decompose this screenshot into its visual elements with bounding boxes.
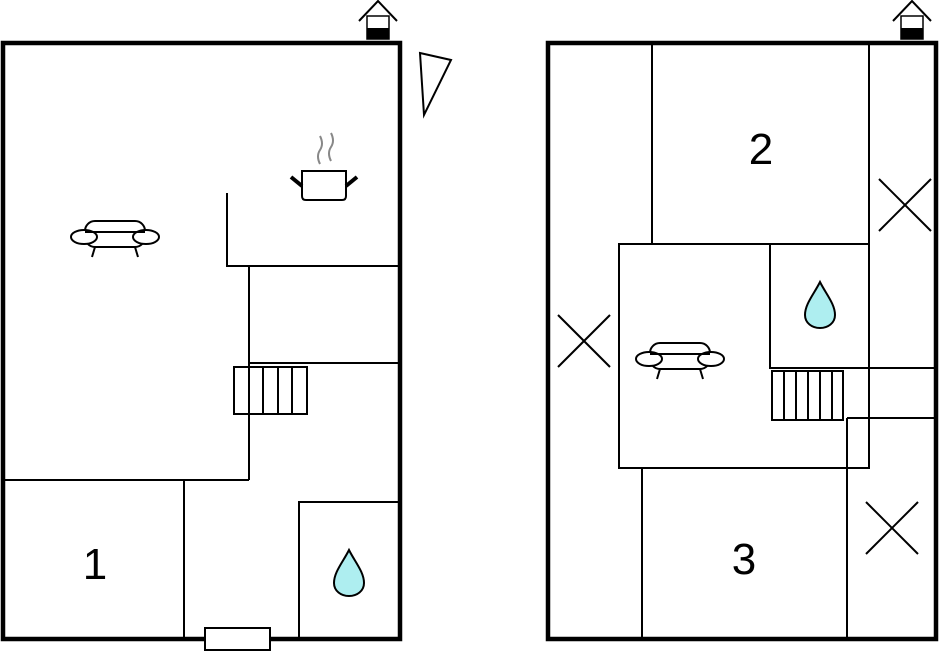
sofa-icon [70,220,160,258]
water-drop-icon [804,281,836,329]
north-arrow-icon [418,51,453,119]
sofa-icon [635,342,725,380]
ground-floor-plan: 1 [0,0,453,651]
upper-floor-plan: 2 3 [545,0,939,642]
room-label-2: 2 [749,125,773,174]
chimney-icon [892,0,932,40]
outer-wall [545,40,939,642]
bedroom-cross-icon [878,178,932,232]
bathroom-wall [769,243,870,369]
room-label-1: 1 [83,540,107,589]
water-drop-icon [333,549,365,597]
bedroom-cross-icon [557,314,611,368]
entrance-door-icon [204,627,271,651]
chimney-icon [358,0,398,40]
cooking-pot-icon [289,132,359,201]
stairs-icon [771,370,844,421]
bedroom-cross-icon [865,501,919,555]
kitchen-wall [226,193,400,267]
stairs-icon [233,366,308,415]
outer-wall [0,40,403,642]
bathroom-wall [298,501,401,640]
room-label-3: 3 [732,535,756,584]
